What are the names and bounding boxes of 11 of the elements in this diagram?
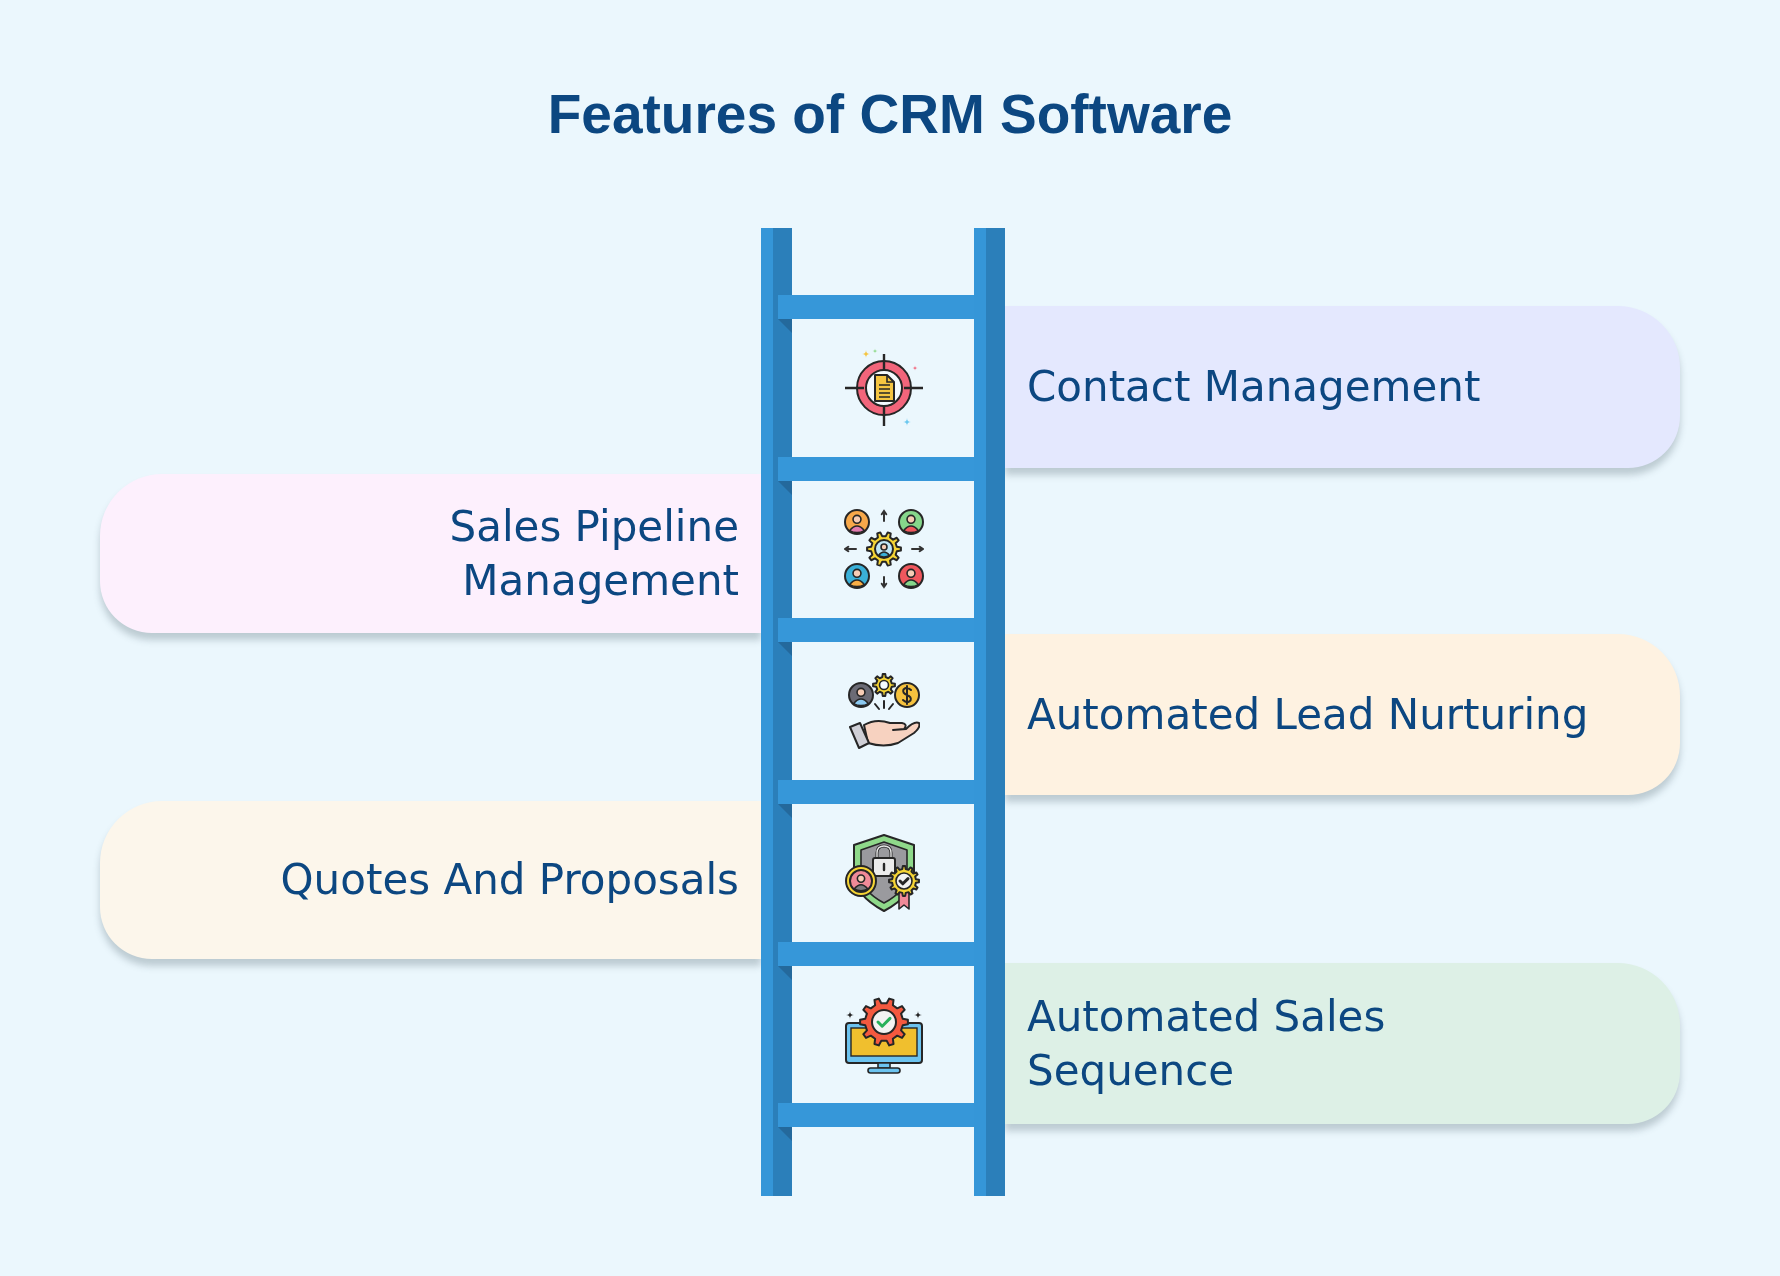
feature-band bbox=[100, 474, 761, 633]
feature-band bbox=[100, 801, 761, 959]
feature-label: Automated Sales Sequence bbox=[1027, 990, 1387, 1097]
feature-band bbox=[1005, 963, 1680, 1124]
feature-label: Sales Pipeline Management bbox=[448, 500, 739, 607]
feature-label: Quotes And Proposals bbox=[280, 854, 739, 906]
feature-band bbox=[1005, 306, 1680, 468]
feature-label: Automated Lead Nurturing bbox=[1027, 688, 1589, 741]
title: Features of CRM Software bbox=[547, 82, 1233, 146]
feature-band bbox=[1005, 634, 1680, 795]
feature-label: Contact Management bbox=[1027, 361, 1481, 413]
